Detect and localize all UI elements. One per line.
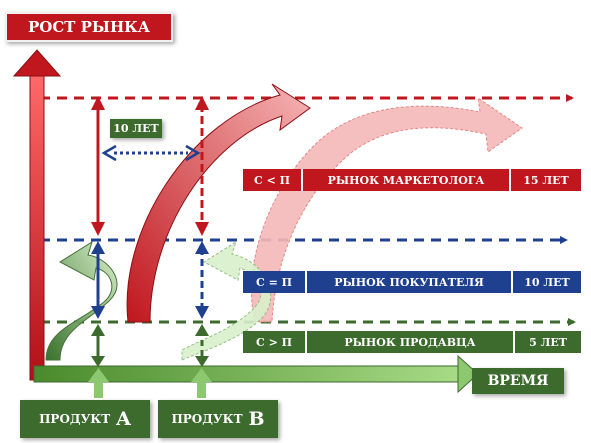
buyer-market-name: РЫНОК ПОКУПАТЕЛЯ [307, 271, 513, 293]
product-a-label: ПРОДУКТ A [20, 400, 150, 438]
seller-market-row: С > П РЫНОК ПРОДАВЦА 5 ЛЕТ [243, 331, 581, 353]
y-axis-arrow [12, 49, 62, 381]
seller-condition: С > П [243, 331, 307, 353]
product-a-prefix: ПРОДУКТ [39, 412, 111, 426]
chart-title: РОСТ РЫНКА [5, 12, 173, 42]
product-a-letter: A [116, 408, 131, 430]
product-b-label: ПРОДУКТ B [158, 400, 278, 438]
buyer-market-row: С = П РЫНОК ПОКУПАТЕЛЯ 10 ЛЕТ [243, 271, 581, 293]
interval-arrow [101, 144, 201, 162]
product-a-blue-span-arrow [91, 241, 105, 319]
product-b-green-span-arrow [195, 324, 209, 367]
product-a-red-arc [126, 83, 311, 323]
product-b-blue-span-arrow [195, 241, 209, 319]
x-axis-label: ВРЕМЯ [472, 368, 564, 394]
marketer-market-row: С < П РЫНОК МАРКЕТОЛОГА 15 ЛЕТ [243, 169, 581, 191]
buyer-condition: С = П [243, 271, 307, 293]
marketer-market-name: РЫНОК МАРКЕТОЛОГА [303, 169, 511, 191]
product-a-red-span-arrow [91, 96, 105, 236]
product-b-marker-arrow [191, 368, 212, 398]
x-axis-arrow [33, 354, 479, 394]
product-b-letter: B [248, 408, 265, 430]
marketer-duration: 15 ЛЕТ [523, 173, 569, 187]
buyer-duration: 10 ЛЕТ [524, 275, 570, 289]
seller-duration: 5 ЛЕТ [529, 335, 567, 349]
product-a-marker-arrow [88, 368, 109, 398]
product-b-red-span-arrow [195, 96, 209, 236]
seller-market-name: РЫНОК ПРОДАВЦА [307, 331, 515, 353]
interval-label: 10 ЛЕТ [110, 119, 162, 138]
product-b-prefix: ПРОДУКТ [171, 412, 243, 426]
marketer-condition: С < П [243, 169, 303, 191]
product-a-green-span-arrow [91, 324, 105, 367]
product-a-green-curl [45, 240, 118, 361]
